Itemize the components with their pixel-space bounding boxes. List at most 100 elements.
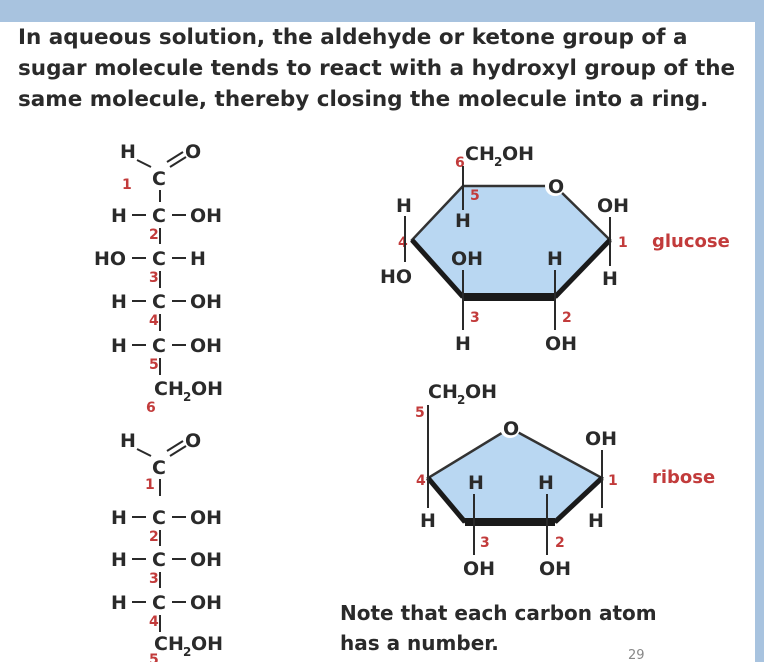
atom-h: H — [420, 510, 436, 532]
atom-h: H — [602, 268, 618, 290]
carbon-number: 4 — [416, 473, 426, 489]
carbon-number: 4 — [398, 235, 408, 251]
carbon-number: 3 — [480, 535, 490, 551]
linear-ribose: H O C 1 H C OH 2 H C OH 3 H C OH 4 CH 2 … — [111, 430, 223, 662]
ring-front-edge — [553, 476, 604, 524]
atom-c: C — [152, 549, 166, 571]
atom-c: C — [152, 168, 166, 190]
ring-oxygen-bg — [545, 176, 565, 196]
carbon-number: 5 — [149, 357, 159, 373]
bond — [136, 448, 152, 457]
bond — [166, 440, 184, 452]
atom-oh: OH — [545, 333, 577, 355]
carbon-number: 6 — [455, 155, 465, 171]
atom-o: O — [185, 141, 201, 163]
note-text: Note that each carbon atom has a number. — [340, 601, 657, 655]
atom-oh: OH — [539, 558, 571, 580]
atom-h: H — [455, 333, 471, 355]
carbon-number: 4 — [149, 313, 159, 329]
atom-o: O — [548, 176, 564, 198]
atom-oh: OH — [597, 195, 629, 217]
atom-oh: OH — [190, 335, 222, 357]
atom-h: H — [190, 248, 206, 270]
atom-oh: OH — [465, 381, 497, 403]
subscript-2: 2 — [183, 390, 191, 404]
bond — [169, 156, 187, 168]
atom-oh: OH — [191, 378, 223, 400]
intro-text: In aqueous solution, the aldehyde or ket… — [18, 25, 736, 112]
carbon-number: 1 — [608, 473, 618, 489]
atom-ch: CH — [154, 633, 184, 655]
atom-oh: OH — [190, 592, 222, 614]
carbon-number: 5 — [149, 652, 159, 662]
atom-oh: OH — [190, 205, 222, 227]
atom-oh: OH — [190, 549, 222, 571]
bond — [166, 151, 184, 163]
subscript-2: 2 — [183, 645, 191, 659]
atom-h: H — [111, 507, 127, 529]
ring-front-edge — [426, 476, 467, 524]
atom-oh: OH — [190, 291, 222, 313]
carbon-number: 2 — [149, 227, 159, 243]
atom-h: H — [111, 592, 127, 614]
carbon-number: 5 — [470, 188, 480, 204]
atom-c: C — [152, 457, 166, 479]
carbon-number: 1 — [122, 177, 132, 193]
glucose-label: glucose — [652, 231, 730, 252]
glucose-ring-shape — [410, 184, 612, 299]
atom-h: H — [455, 210, 471, 232]
right-edge-bar — [755, 0, 764, 662]
carbon-number: 1 — [618, 235, 628, 251]
header-bar — [0, 0, 764, 22]
carbon-number: 6 — [146, 400, 156, 416]
atom-c: C — [152, 248, 166, 270]
carbon-number: 3 — [149, 571, 159, 587]
ring-front-edge — [553, 238, 612, 299]
atom-c: C — [152, 335, 166, 357]
atom-c: C — [152, 205, 166, 227]
atom-c: C — [152, 592, 166, 614]
page-number: 29 — [628, 648, 645, 663]
ring-oxygen-bg — [500, 418, 520, 438]
atom-h: H — [111, 291, 127, 313]
carbon-number: 3 — [470, 310, 480, 326]
atom-ho: HO — [380, 266, 412, 288]
atom-h: H — [547, 248, 563, 270]
atom-o: O — [185, 430, 201, 452]
atom-h: H — [120, 430, 136, 452]
subscript-2: 2 — [457, 393, 465, 407]
atom-h: H — [538, 472, 554, 494]
linear-glucose: H O C 1 H C OH 2 HO C H 3 H C OH 4 H C O… — [94, 141, 223, 416]
atom-ch: CH — [154, 378, 184, 400]
carbon-number: 2 — [562, 310, 572, 326]
atom-oh: OH — [463, 558, 495, 580]
carbon-number: 2 — [149, 529, 159, 545]
carbon-number: 1 — [145, 477, 155, 493]
atom-h: H — [120, 141, 136, 163]
atom-h: H — [588, 510, 604, 532]
ring-front-edge — [410, 238, 465, 299]
atom-oh: OH — [585, 428, 617, 450]
atom-ch: CH — [428, 381, 458, 403]
carbon-number: 3 — [149, 270, 159, 286]
atom-h: H — [396, 195, 412, 217]
atom-h: H — [468, 472, 484, 494]
bond — [136, 159, 152, 168]
atom-oh: OH — [451, 248, 483, 270]
atom-c: C — [152, 291, 166, 313]
atom-h: H — [111, 335, 127, 357]
bond — [169, 445, 187, 457]
carbon-number: 2 — [555, 535, 565, 551]
atom-oh: OH — [190, 507, 222, 529]
carbon-number: 5 — [415, 405, 425, 421]
atom-o: O — [503, 418, 519, 440]
subscript-2: 2 — [494, 155, 502, 169]
atom-h: H — [111, 549, 127, 571]
carbon-number: 4 — [149, 614, 159, 630]
atom-h: H — [111, 205, 127, 227]
atom-c: C — [152, 507, 166, 529]
ribose-label: ribose — [652, 467, 715, 488]
atom-ch: CH — [465, 143, 495, 165]
atom-ho: HO — [94, 248, 126, 270]
